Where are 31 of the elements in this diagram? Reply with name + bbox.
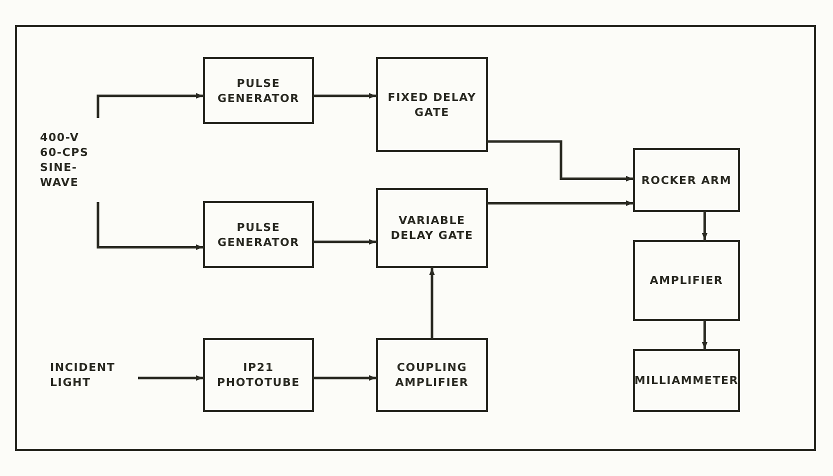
block [203, 201, 314, 268]
block [376, 338, 488, 412]
arrow [96, 93, 203, 118]
block [633, 148, 740, 212]
block-label: PULSE GENERATOR [216, 76, 300, 106]
arrow [314, 375, 376, 381]
block [376, 188, 488, 268]
block [376, 57, 488, 152]
block [633, 349, 740, 412]
arrow [429, 268, 435, 338]
block-label: COUPLING AMPLIFIER [394, 360, 470, 390]
block-label: IP21 PHOTOTUBE [216, 360, 301, 390]
block-label: FIXED DELAY GATE [386, 90, 478, 120]
input-label: 400-V 60-CPS SINE- WAVE [40, 130, 90, 190]
arrow [488, 140, 633, 182]
block-label: AMPLIFIER [650, 273, 724, 288]
arrow [138, 375, 203, 381]
block-label: ROCKER ARM [641, 172, 732, 188]
arrow [96, 202, 203, 250]
arrow [702, 321, 708, 349]
arrow [314, 93, 376, 99]
block-label: MILLIAMMETER [634, 373, 739, 388]
arrow [314, 239, 376, 245]
block-label: VARIABLE DELAY GATE [390, 213, 474, 243]
block [633, 240, 740, 321]
input-label: INCIDENT LIGHT [50, 360, 116, 390]
block-label: PULSE GENERATOR [216, 220, 300, 250]
block [203, 57, 314, 124]
arrow [488, 200, 633, 206]
arrow [702, 212, 708, 240]
block [203, 338, 314, 412]
